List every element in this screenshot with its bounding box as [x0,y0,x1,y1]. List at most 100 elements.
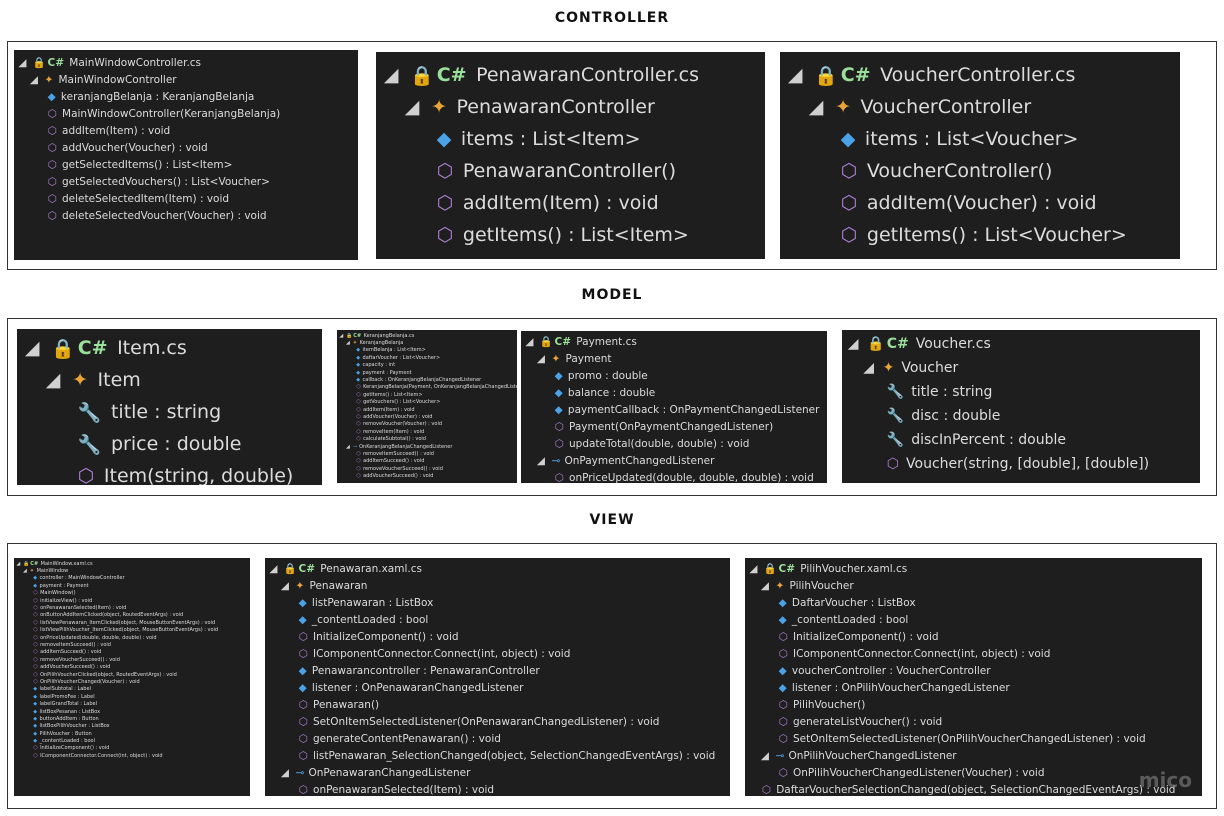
member-node[interactable]: ◆labelGrandTotal : Label [14,700,250,707]
member-node[interactable]: ⬡IComponentConnector.Connect(int, object… [14,752,250,759]
member-node[interactable]: ◆callback : OnKeranjangBelanjaChangedLis… [337,376,517,383]
member-node[interactable]: ⬡removeItem(Item) : void [337,428,517,435]
member-node[interactable]: ⬡getSelectedVouchers() : List<Voucher> [14,173,358,190]
member-node[interactable]: ⬡MainWindowController(KeranjangBelanja) [14,105,358,122]
member-node[interactable]: ⬡getSelectedItems() : List<Item> [14,156,358,173]
member-node[interactable]: ⬡OnPilihVoucherChangedListener(Voucher) … [745,764,1202,781]
member-node[interactable]: ⬡getItems() : List<Voucher> [780,219,1180,251]
member-node[interactable]: ◆listener : OnPilihVoucherChangedListene… [745,679,1202,696]
expand-triangle-icon[interactable]: ◢ [760,579,769,592]
member-node[interactable]: ⬡addItemSucceed() : void [337,458,517,465]
member-node[interactable]: 🔧price : double [17,428,322,460]
member-node[interactable]: ⬡addVoucher(Voucher) : void [337,413,517,420]
member-node[interactable]: ◆balance : double [521,384,827,401]
member-node[interactable]: ⬡generateContentPenawaran() : void [265,730,730,747]
member-node[interactable]: ⬡updateTotal(double, double) : void [521,435,827,452]
member-node[interactable]: ⬡addVoucherSucceed() : void [337,472,517,479]
class-node[interactable]: ◢✦Voucher [842,356,1200,380]
member-node[interactable]: ⬡listViewPilihVoucher_ItemClicked(object… [14,627,250,634]
interface-node[interactable]: ◢⊸OnPilihVoucherChangedListener [745,747,1202,764]
interface-node[interactable]: ◢⊸OnPaymentChangedListener [521,452,827,469]
member-node[interactable]: ◆listener : OnPenawaranChangedListener [265,679,730,696]
member-node[interactable]: ⬡calculateSubtotal() : void [337,435,517,442]
expand-triangle-icon[interactable]: ◢ [749,562,758,575]
member-node[interactable]: ⬡removeVoucher(Voucher) : void [337,421,517,428]
member-node[interactable]: ◆_contentLoaded : bool [14,737,250,744]
member-node[interactable]: ◆items : List<Item> [376,123,765,155]
expand-triangle-icon[interactable]: ◢ [808,96,824,118]
member-node[interactable]: ⬡IComponentConnector.Connect(int, object… [745,645,1202,662]
member-node[interactable]: ◆capacity : int [337,362,517,369]
member-node[interactable]: ⬡KeranjangBelanja(Payment, OnKeranjangBe… [337,384,517,391]
class-node[interactable]: ◢✦MainWindow [14,567,250,574]
member-node[interactable]: ◆promo : double [521,367,827,384]
expand-triangle-icon[interactable]: ◢ [345,340,350,347]
member-node[interactable]: ◆listPenawaran : ListBox [265,594,730,611]
member-node[interactable]: ⬡removeVoucherSucceed() : void [337,465,517,472]
member-node[interactable]: ⬡MainWindow() [14,590,250,597]
member-node[interactable]: ⬡addItemSucceed() : void [14,649,250,656]
member-node[interactable]: ⬡onPriceUpdated(double, double, double) … [14,634,250,641]
expand-triangle-icon[interactable]: ◢ [536,352,545,365]
member-node[interactable]: ◆listBoxPesanan : ListBox [14,708,250,715]
expand-triangle-icon[interactable]: ◢ [339,332,344,339]
member-node[interactable]: ⬡listViewPenawaran_ItemClicked(object, M… [14,619,250,626]
member-node[interactable]: ⬡onPriceUpdated(double, double, double) … [521,469,827,484]
member-node[interactable]: ◆payment : Payment [337,369,517,376]
member-node[interactable]: ⬡addItem(Item) : void [376,187,765,219]
expand-triangle-icon[interactable]: ◢ [863,360,874,376]
file-node[interactable]: ◢🔒C#Voucher.cs [842,332,1200,356]
member-node[interactable]: ⬡SetOnItemSelectedListener(OnPenawaranCh… [265,713,730,730]
member-node[interactable]: ⬡OnPilihVoucherChanged(Voucher) : void [14,678,250,685]
member-node[interactable]: ⬡generateListVoucher() : void [745,713,1202,730]
member-node[interactable]: ⬡onPenawaranSelected(Item) : void [14,604,250,611]
class-node[interactable]: ◢✦Payment [521,350,827,367]
member-node[interactable]: ⬡InitializeComponent() : void [745,628,1202,645]
file-node[interactable]: ◢🔒C#PilihVoucher.xaml.cs [745,560,1202,577]
member-node[interactable]: ⬡getItems() : List<Item> [337,391,517,398]
expand-triangle-icon[interactable]: ◢ [29,73,38,86]
member-node[interactable]: ⬡removeVoucherSucceed() : void [14,656,250,663]
member-node[interactable]: ⬡Voucher(string, [double], [double]) [842,452,1200,476]
member-node[interactable]: ⬡removeItemSucceed() : void [337,450,517,457]
member-node[interactable]: ⬡onButtonAddItemClicked(object, RoutedEv… [14,612,250,619]
expand-triangle-icon[interactable]: ◢ [847,336,859,352]
member-node[interactable]: ◆items : List<Voucher> [780,123,1180,155]
member-node[interactable]: ◆_contentLoaded : bool [745,611,1202,628]
class-node[interactable]: ◢✦MainWindowController [14,71,358,88]
member-node[interactable]: ⬡removeItemSucceed() : void [14,641,250,648]
member-node[interactable]: ◆daftarVoucher : List<Voucher> [337,354,517,361]
expand-triangle-icon[interactable]: ◢ [16,560,21,567]
member-node[interactable]: ⬡Payment(OnPaymentChangedListener) [521,418,827,435]
member-node[interactable]: ⬡addVoucher(Voucher) : void [14,139,358,156]
class-node[interactable]: ◢✦PenawaranController [376,91,765,123]
interface-node[interactable]: ◢⊸OnPenawaranChangedListener [265,764,730,781]
file-node[interactable]: ◢🔒C#Penawaran.xaml.cs [265,560,730,577]
expand-triangle-icon[interactable]: ◢ [383,64,399,86]
member-node[interactable]: ⬡Penawaran() [265,696,730,713]
file-node[interactable]: ◢🔒C#MainWindow.xaml.cs [14,560,250,567]
member-node[interactable]: ◆keranjangBelanja : KeranjangBelanja [14,88,358,105]
member-node[interactable]: ⬡InitializeComponent() : void [265,628,730,645]
class-node[interactable]: ◢✦KeranjangBelanja [337,339,517,346]
expand-triangle-icon[interactable]: ◢ [404,96,420,118]
member-node[interactable]: 🔧title : string [17,396,322,428]
member-node[interactable]: ⬡VoucherController() [780,155,1180,187]
expand-triangle-icon[interactable]: ◢ [525,335,534,348]
member-node[interactable]: ◆labelSubtotal : Label [14,686,250,693]
member-node[interactable]: ⬡initializeView() : void [14,597,250,604]
class-node[interactable]: ◢✦VoucherController [780,91,1180,123]
member-node[interactable]: ⬡listPenawaran_SelectionChanged(object, … [265,747,730,764]
member-node[interactable]: ⬡addItem(Item) : void [337,406,517,413]
expand-triangle-icon[interactable]: ◢ [24,337,40,359]
member-node[interactable]: ⬡addItem(Item) : void [14,122,358,139]
member-node[interactable]: ◆DaftarVoucher : ListBox [745,594,1202,611]
member-node[interactable]: ⬡deleteSelectedItem(Item) : void [14,190,358,207]
file-node[interactable]: ◢🔒C#PenawaranController.cs [376,59,765,91]
member-node[interactable]: ⬡getItems() : List<Item> [376,219,765,251]
member-node[interactable]: ⬡deleteSelectedVoucher(Voucher) : void [14,207,358,224]
expand-triangle-icon[interactable]: ◢ [760,749,769,762]
member-node[interactable]: ◆itemBelanja : List<Item> [337,347,517,354]
class-node[interactable]: ◢✦Item [17,364,322,396]
class-node[interactable]: ◢✦PilihVoucher [745,577,1202,594]
